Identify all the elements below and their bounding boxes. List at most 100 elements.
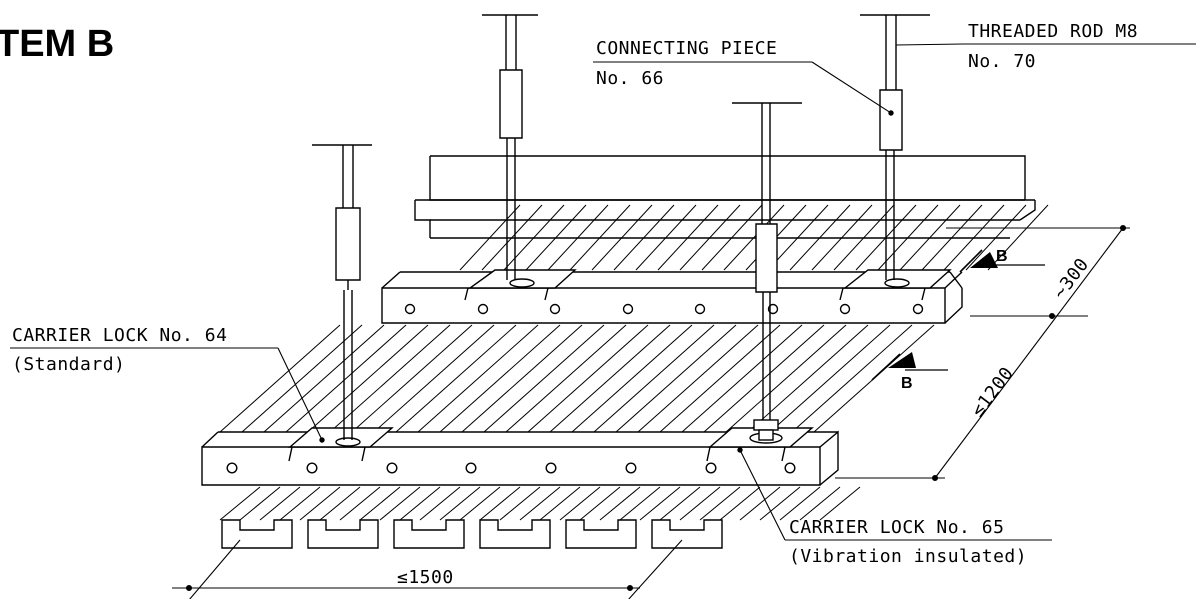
hatch-line [483, 324, 605, 433]
hatch-line [459, 204, 521, 271]
hatch-line [439, 324, 561, 433]
hatch-line [739, 486, 781, 521]
dimension-spacing-bottom: ≤1500 [397, 567, 454, 588]
hatch-line [579, 486, 621, 521]
carrier-rail-front [201, 427, 839, 486]
hatch-line [219, 486, 261, 521]
hatch-line [723, 204, 785, 271]
connecting-piece-label: CONNECTING PIECE [596, 38, 777, 59]
hatch-line [635, 204, 697, 271]
hatch-line [703, 324, 825, 433]
dimension-spacing-top: ~300 [1049, 254, 1093, 303]
carrier-lock-65-type: (Vibration insulated) [789, 546, 1027, 567]
panel-profile [307, 519, 379, 549]
panel-profile [393, 519, 465, 549]
rail-holes-back [404, 303, 924, 315]
hatch-line [527, 324, 649, 433]
carrier-lock-64-type: (Standard) [12, 354, 125, 375]
hatch-line [747, 324, 869, 433]
hatch-line [759, 486, 801, 521]
hatch-line [921, 204, 983, 271]
carrier-lock-65-label: CARRIER LOCK No. 65 [789, 517, 1004, 538]
hatch-line [833, 204, 895, 271]
hatch-line [351, 324, 473, 433]
hatch-line [877, 204, 939, 271]
panel-profile [479, 519, 551, 549]
hatch-line [373, 324, 495, 433]
hatch-line [725, 324, 847, 433]
carrier-rail-back [381, 269, 963, 324]
hatch-line [549, 324, 671, 433]
hatch-line [499, 486, 541, 521]
hatch-line [779, 486, 821, 521]
hatch-line [241, 324, 363, 433]
hatch-line [593, 324, 715, 433]
leader-lines [10, 43, 1196, 541]
threaded-rod-4 [732, 102, 802, 444]
hatch-line [657, 204, 719, 271]
hatch-line [637, 324, 759, 433]
hatch-line [559, 486, 601, 521]
hatch-line [539, 486, 581, 521]
carrier-lock-64-label: CARRIER LOCK No. 64 [12, 325, 227, 346]
hatch-line [339, 486, 381, 521]
hatch-line [943, 204, 1005, 271]
hatch-line [789, 204, 851, 271]
hatch-line [461, 324, 583, 433]
hatch-line [279, 486, 321, 521]
hatch-line [591, 204, 653, 271]
hatch-line [395, 324, 517, 433]
threaded-rod-number: No. 70 [968, 51, 1036, 72]
section-mark-top: B [959, 248, 1045, 273]
hatch-line [639, 486, 681, 521]
hatch-line [525, 204, 587, 271]
hatch-line [681, 324, 803, 433]
hatch-line [239, 486, 281, 521]
hatch-line [307, 324, 429, 433]
threaded-rod-label: THREADED ROD M8 [968, 21, 1138, 42]
section-label-top: B [996, 248, 1008, 265]
threaded-rod-2 [482, 14, 538, 280]
hatch-line [615, 324, 737, 433]
hatch-line [699, 486, 741, 521]
hatch-line [987, 204, 1049, 271]
hatch-line [263, 324, 385, 433]
hatch-line [679, 486, 721, 521]
connecting-piece-number: No. 66 [596, 68, 664, 89]
hatch-line [379, 486, 421, 521]
hatch-line [417, 324, 539, 433]
panel-profile [221, 519, 293, 549]
hatch-line [659, 324, 781, 433]
dimension-lines [172, 224, 1130, 601]
hatch-line [319, 486, 361, 521]
ceiling-panels-front [219, 324, 935, 521]
hatch-line [899, 204, 961, 271]
hatch-line [285, 324, 407, 433]
hatch-line [701, 204, 763, 271]
hatch-line [439, 486, 481, 521]
hatch-line [767, 204, 829, 271]
hatch-line [571, 324, 693, 433]
hatch-line [505, 324, 627, 433]
main-beam-far [414, 155, 1036, 239]
hatch-line [519, 486, 561, 521]
hatch-line [819, 486, 861, 521]
hatch-line [599, 486, 641, 521]
ceiling-panels-hatch [459, 204, 1049, 271]
hatch-line [399, 486, 441, 521]
hatch-line [679, 204, 741, 271]
hatch-line [965, 204, 1027, 271]
hatch-line [359, 486, 401, 521]
system-title: TEM B [0, 23, 114, 65]
hatch-line [419, 486, 461, 521]
panel-profile [651, 519, 723, 549]
hatch-line [481, 204, 543, 271]
dimension-spacing-side: ≤1200 [967, 363, 1018, 421]
hatch-line [799, 486, 841, 521]
section-label-bottom: B [901, 375, 913, 392]
threaded-rod-3 [860, 14, 930, 280]
hatch-line [299, 486, 341, 521]
hatch-line [547, 204, 609, 271]
